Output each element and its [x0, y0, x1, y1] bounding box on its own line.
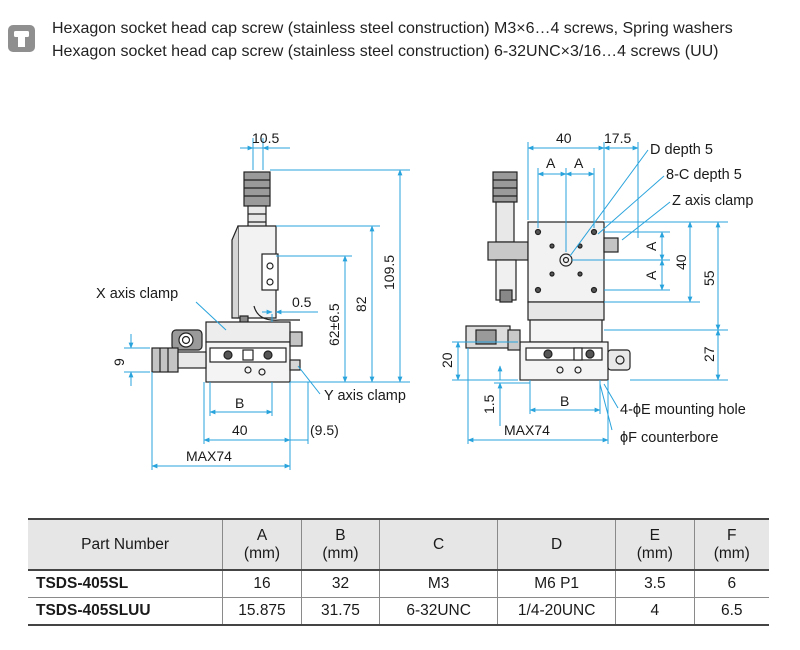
left-dim-109-5: 109.5: [381, 255, 397, 290]
table-row: TSDS-405SL 16 32 M3 M6 P1 3.5 6: [28, 569, 769, 598]
left-dim-b: B: [235, 395, 244, 411]
header-cell: F(mm): [693, 518, 769, 571]
label-x-axis-clamp: X axis clamp: [96, 286, 178, 302]
right-dim-a-4: A: [643, 270, 659, 280]
right-dim-27: 27: [701, 346, 717, 362]
table-cell: M3: [379, 569, 499, 598]
left-dim-10-5: 10.5: [252, 130, 279, 146]
right-dim-a-2: A: [574, 155, 584, 171]
header-cell: Part Number: [28, 518, 224, 571]
left-dim-max74: MAX74: [186, 448, 232, 464]
header-cell: B(mm): [300, 518, 381, 571]
table-cell: 31.75: [300, 597, 381, 626]
left-dim-82: 82: [353, 296, 369, 312]
table-cell: 6: [693, 569, 769, 598]
right-dim-17-5: 17.5: [604, 130, 631, 146]
left-dim-0-5: 0.5: [292, 294, 312, 310]
right-dim-1-5: 1.5: [481, 394, 497, 414]
header-cell: D: [497, 518, 617, 571]
part-number-cell: TSDS-405SL: [28, 569, 224, 598]
left-dim-40: 40: [232, 422, 248, 438]
right-dim-b: B: [560, 393, 569, 409]
table-row: TSDS-405SLUU 15.875 31.75 6-32UNC 1/4-20…: [28, 597, 769, 626]
header-cell: E(mm): [615, 518, 695, 571]
left-view-stage: [151, 171, 303, 383]
table-cell: 6.5: [693, 597, 769, 626]
screw-icon: [8, 25, 35, 52]
table-cell: 4: [615, 597, 695, 626]
part-number-cell: TSDS-405SLUU: [28, 597, 224, 626]
spec-table: Part Number A(mm) B(mm) C D E(mm) F(mm) …: [28, 518, 769, 626]
left-dim-9: 9: [111, 358, 127, 366]
right-dim-a-1: A: [546, 155, 556, 171]
label-mounting-hole: 4-ϕE mounting hole: [620, 402, 746, 418]
table-cell: 15.875: [222, 597, 302, 626]
label-counterbore: ϕF counterbore: [620, 430, 718, 446]
table-cell: 1/4-20UNC: [497, 597, 617, 626]
label-y-axis-clamp: Y axis clamp: [324, 388, 406, 404]
right-view-stage: [465, 171, 631, 381]
right-dim-40-top: 40: [556, 130, 572, 146]
label-d-depth: D depth 5: [650, 142, 713, 158]
right-dim-40-side: 40: [673, 254, 689, 270]
left-dim-9-5: (9.5): [310, 422, 339, 438]
left-dim-62: 62±6.5: [326, 303, 342, 346]
label-c-depth: 8-C depth 5: [666, 167, 742, 183]
table-cell: 32: [300, 569, 381, 598]
table-header-row: Part Number A(mm) B(mm) C D E(mm) F(mm): [28, 518, 769, 571]
screw-spec-line-1: Hexagon socket head cap screw (stainless…: [52, 20, 733, 37]
right-dim-a-3: A: [643, 241, 659, 251]
dimension-drawing: 10.5 109.5 82 62±6.5 0.5 9 B 40 (9.5) MA…: [96, 130, 753, 470]
header-cell: A(mm): [222, 518, 302, 571]
table-cell: 3.5: [615, 569, 695, 598]
table-cell: 6-32UNC: [379, 597, 499, 626]
header-cell: C: [379, 518, 499, 571]
screw-spec-line-2: Hexagon socket head cap screw (stainless…: [52, 43, 719, 60]
right-dim-20: 20: [439, 352, 455, 368]
table-cell: 16: [222, 569, 302, 598]
label-z-axis-clamp: Z axis clamp: [672, 193, 753, 209]
right-dim-55: 55: [701, 270, 717, 286]
right-dim-max74: MAX74: [504, 422, 550, 438]
table-cell: M6 P1: [497, 569, 617, 598]
